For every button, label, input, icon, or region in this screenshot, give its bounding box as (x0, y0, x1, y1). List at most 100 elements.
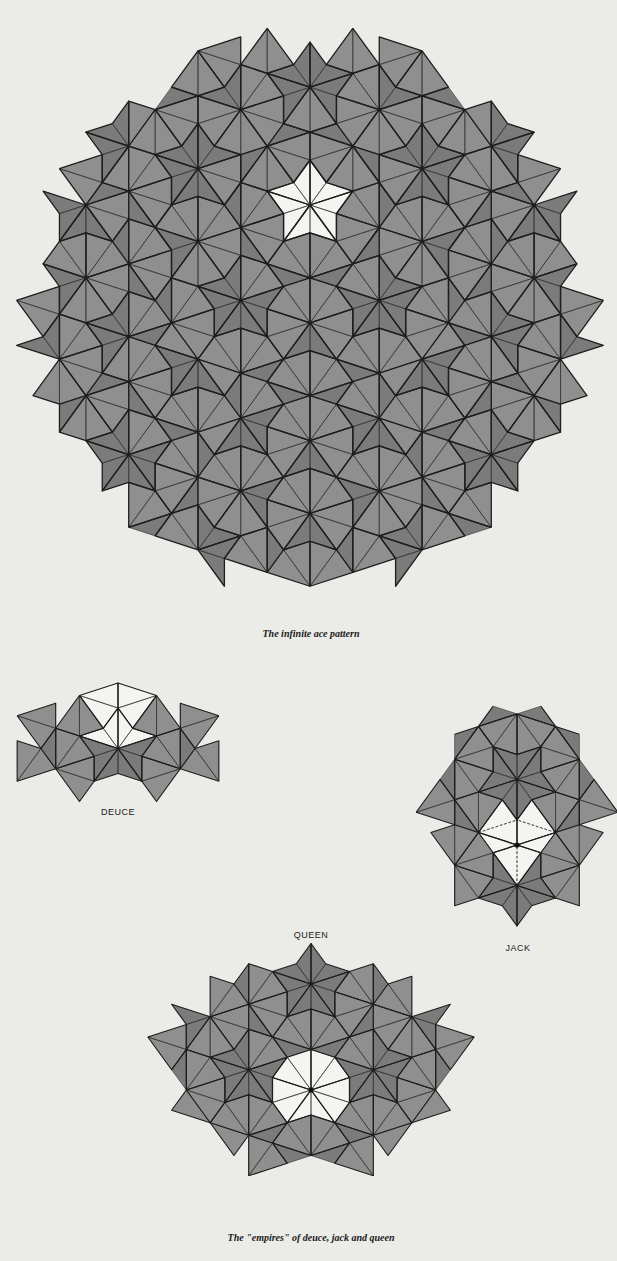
tile-axis-line (379, 300, 380, 328)
tile-axis-line (353, 264, 379, 300)
tile-edge (56, 692, 92, 736)
tile-axis-line (412, 1008, 436, 1033)
tile-axis-line (422, 359, 448, 368)
tile-axis-line (43, 337, 59, 360)
tile-axis-line (188, 749, 227, 782)
tile-edge (294, 42, 310, 87)
tile-edge (118, 726, 157, 759)
tile-axis-line (422, 146, 438, 169)
tile-axis-line (99, 728, 123, 748)
tile-axis-line (336, 228, 379, 242)
tile-axis-line (198, 550, 224, 559)
tile-edge (465, 101, 491, 146)
tile-axis-line (17, 716, 56, 729)
tile-edge (310, 160, 326, 205)
tile-edge (422, 155, 465, 178)
tile-face (59, 205, 85, 241)
tile-axis-line (294, 183, 310, 206)
tile-axis-line (118, 685, 157, 718)
tile-edge (330, 1143, 373, 1190)
tile-axis-line (85, 278, 86, 323)
tile-axis-line (502, 883, 517, 908)
tile-edge (129, 345, 172, 381)
tile-face (33, 359, 59, 404)
tile-edge (311, 975, 347, 1016)
tile-axis-line (493, 710, 517, 751)
tile-face (17, 337, 60, 360)
tile-edge (406, 124, 422, 169)
tile-axis-line (406, 527, 422, 550)
tile-edge (373, 1061, 409, 1102)
tile-edge (86, 323, 129, 346)
tile-edge (129, 368, 172, 396)
tile-axis-line (59, 359, 60, 404)
tile-axis-line (369, 1050, 393, 1070)
tile-edge (186, 1067, 236, 1116)
tile-edge (198, 205, 241, 241)
tile-axis-line (267, 441, 310, 455)
tile-edge (336, 228, 379, 264)
tile-axis-line (575, 759, 599, 779)
tile-axis-line (129, 527, 155, 536)
tile-edge (353, 146, 379, 182)
tile-axis-line (352, 28, 353, 73)
tile-edge (465, 455, 491, 491)
tile-edge (310, 286, 353, 322)
tile-edge (241, 110, 284, 146)
tile-edge (379, 418, 422, 454)
tile-edge (59, 205, 85, 241)
tile-edge (112, 101, 128, 146)
tile-edge (198, 110, 241, 146)
tile-axis-line (518, 169, 561, 183)
tile-axis-line (396, 205, 422, 241)
tile-axis-line (422, 205, 448, 241)
tile-face (172, 241, 198, 286)
tile-axis-line (59, 359, 102, 373)
tile-axis-line (508, 241, 534, 277)
vertex-dot (514, 842, 519, 847)
tile-edge (267, 183, 310, 206)
tile-axis-line (465, 300, 491, 336)
tile-edge (353, 300, 379, 336)
tile-edge (517, 700, 560, 727)
tile-axis-line (267, 146, 310, 160)
tile-axis-line (59, 241, 85, 277)
tile-axis-line (197, 169, 198, 197)
tile-face (129, 323, 172, 346)
tile-axis-line (353, 536, 379, 572)
tile-edge (310, 205, 336, 241)
tile-axis-line (422, 396, 448, 432)
tile-axis-line (518, 359, 561, 373)
tile-edge (229, 964, 268, 1005)
tile-axis-line (304, 1017, 343, 1050)
tile-edge (455, 829, 498, 876)
tile-axis-line (517, 765, 541, 785)
tile-axis-line (505, 845, 529, 886)
tile-face (267, 527, 283, 572)
tile-edge (99, 706, 130, 749)
tile-axis-line (306, 964, 330, 984)
tile-axis-line (412, 1057, 436, 1090)
tile-axis-line (85, 396, 86, 441)
tile-axis-line (310, 286, 336, 322)
tile-axis-line (311, 975, 335, 1000)
tile-edge (353, 328, 379, 373)
tile-axis-line (310, 513, 311, 541)
tile-axis-line (310, 477, 336, 513)
tile-edge (198, 455, 241, 491)
tile-axis-line (112, 314, 128, 337)
tile-axis-line (240, 300, 241, 328)
tile-axis-line (267, 146, 268, 191)
tile-axis-line (369, 1050, 393, 1070)
tile-axis-line (59, 323, 85, 359)
tile-axis-line (448, 191, 491, 205)
tile-edge (561, 337, 604, 360)
tile-edge (379, 51, 422, 87)
tile-edge (416, 776, 459, 823)
tile-edge (435, 757, 466, 800)
tile-edge (422, 359, 448, 395)
tile-axis-line (197, 359, 198, 387)
tile-edge (556, 861, 592, 905)
tile-edge (267, 513, 310, 549)
tile-axis-line (448, 87, 464, 110)
